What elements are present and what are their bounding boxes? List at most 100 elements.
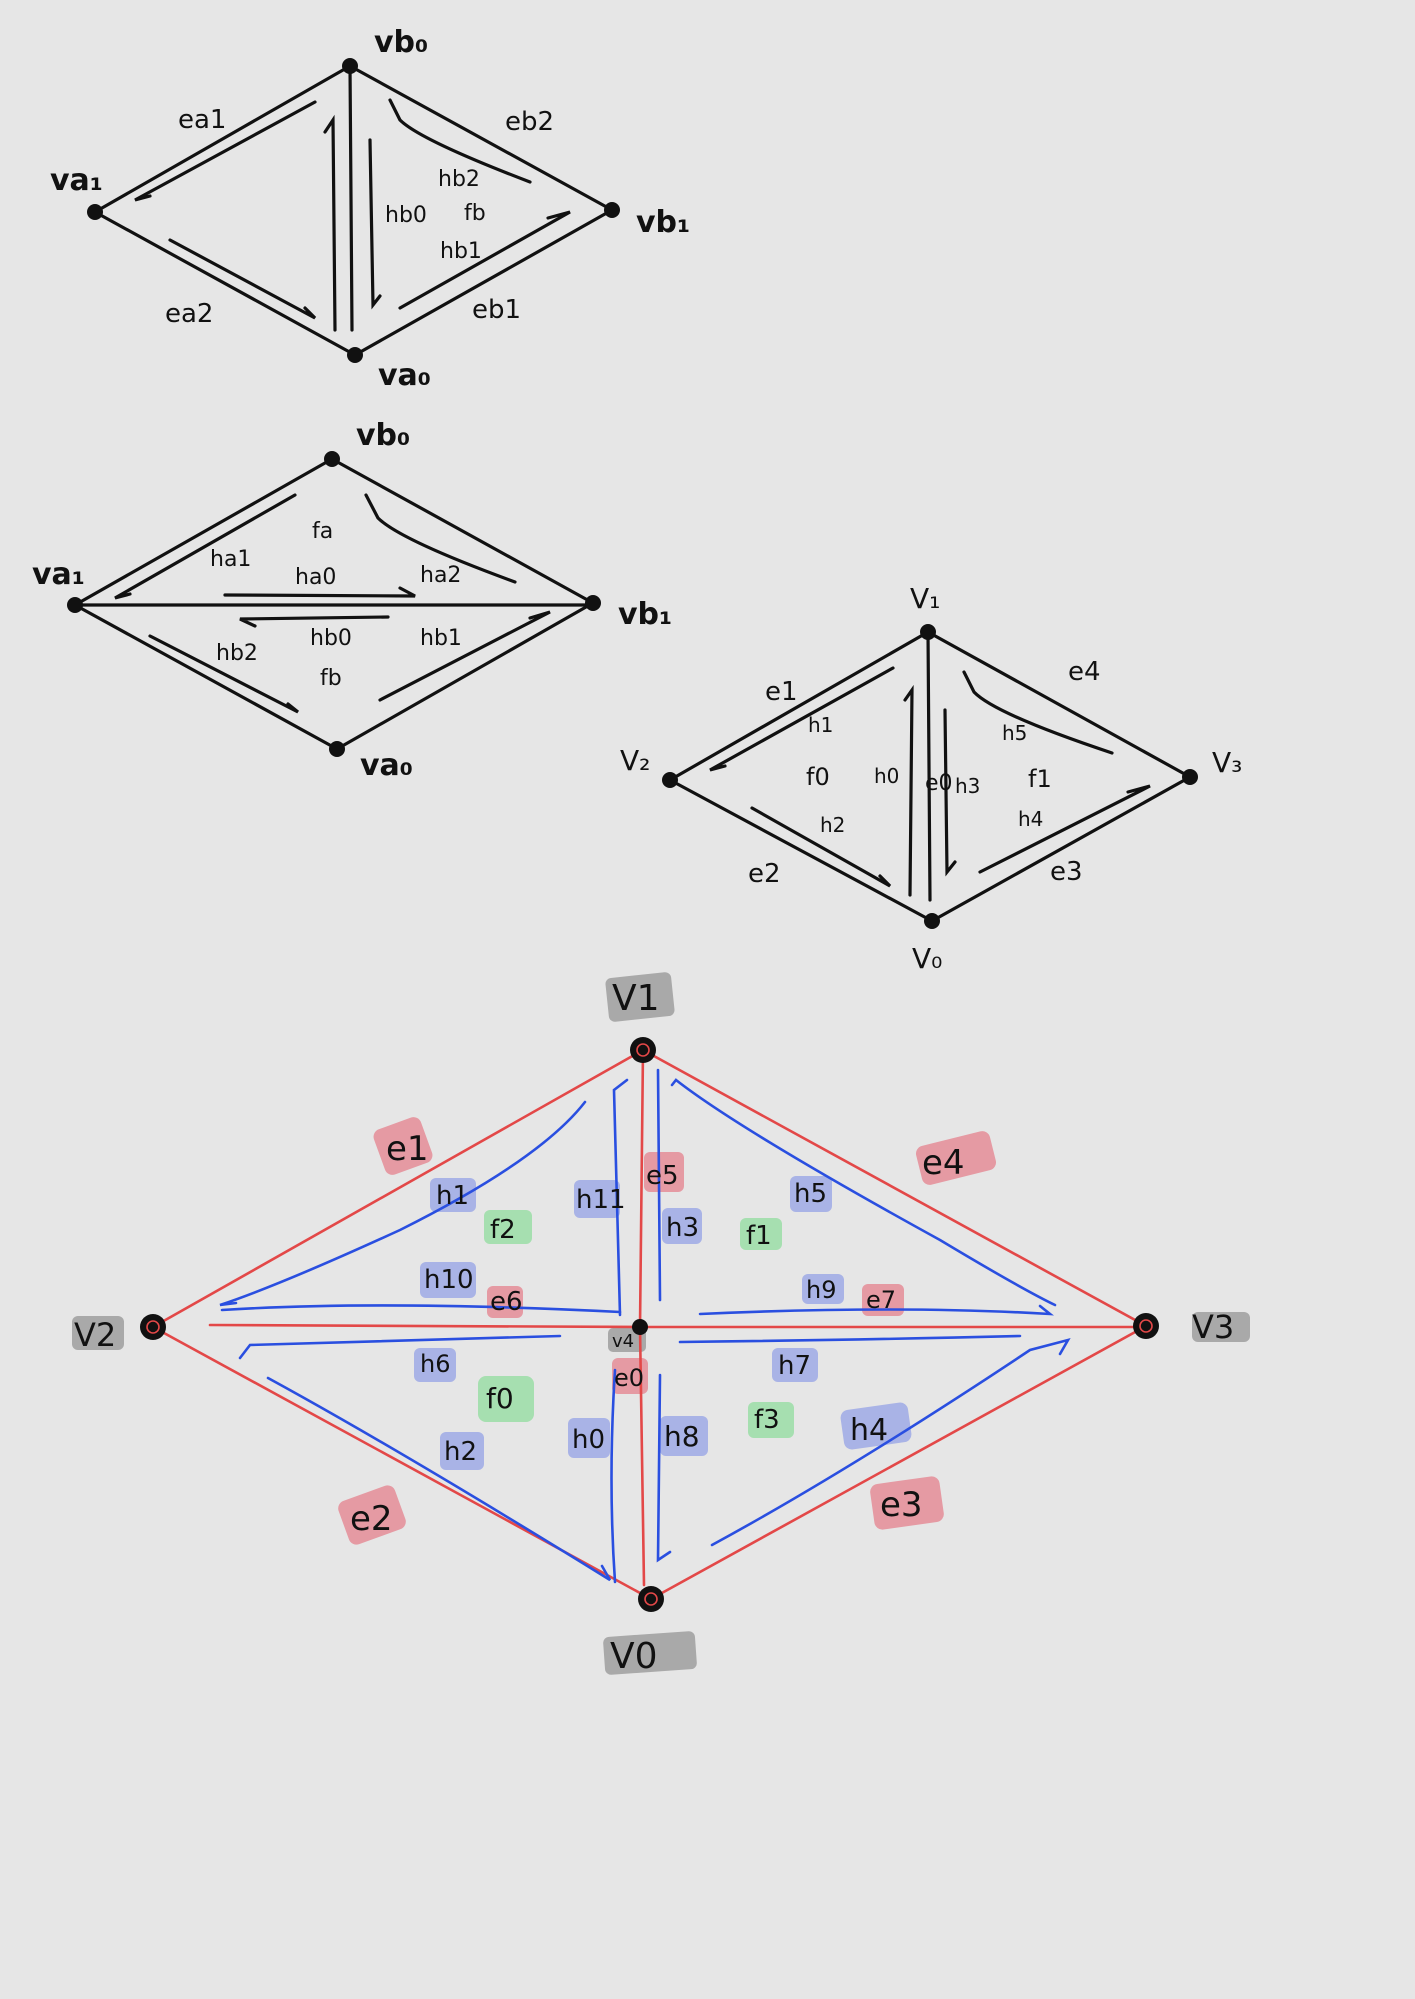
diagram-3-points (662, 624, 1198, 929)
label-f2: f2 (490, 1215, 516, 1245)
label-e1: e1 (386, 1129, 429, 1169)
halfedge-h11 (612, 1078, 629, 1317)
h11-highlight (574, 1180, 620, 1218)
label-e3: e3 (1050, 857, 1083, 887)
halfedge-h3 (656, 1068, 662, 1302)
vertex-v1 (920, 624, 936, 640)
vertex-center (632, 1319, 648, 1335)
halfedge-ha1-arrow (134, 100, 317, 202)
halfedge-hb2-arrow (148, 634, 299, 714)
label-h4: h4 (1018, 807, 1043, 831)
label-h7: h7 (778, 1351, 811, 1381)
f3-highlight (748, 1402, 794, 1438)
v0-highlight (603, 1631, 697, 1675)
vertex-v2 (140, 1314, 166, 1340)
edge-e1 (151, 1048, 645, 1329)
vertex-v3 (1133, 1313, 1159, 1339)
edge-e5 (638, 1048, 645, 1329)
label-v2: V2 (74, 1316, 116, 1354)
vertex-vb0 (342, 58, 358, 74)
label-hb0: hb0 (385, 203, 427, 228)
v2-highlight (72, 1316, 124, 1350)
edge-e4 (926, 630, 1192, 779)
edge-ea2 (93, 210, 357, 357)
label-fb: fb (464, 201, 486, 226)
label-f1: f1 (1028, 765, 1052, 793)
label-vb1: vb₁ (618, 597, 672, 632)
h2-highlight (440, 1432, 484, 1470)
label-h0: h0 (572, 1425, 605, 1455)
e2-highlight (338, 1485, 406, 1545)
e5-highlight (644, 1152, 684, 1192)
label-eb2: eb2 (505, 107, 554, 137)
halfedge-ha1-arrow (114, 493, 297, 600)
halfedge-hb1-arrow (398, 210, 571, 310)
h7-highlight (772, 1348, 818, 1382)
label-hb2: hb2 (438, 167, 480, 192)
label-f0: f0 (486, 1382, 514, 1415)
label-v2: V₂ (620, 744, 650, 777)
label-vb0: vb₀ (374, 25, 428, 60)
label-v0: V₀ (912, 942, 942, 975)
h0-highlight (568, 1418, 610, 1458)
diagram-2-labels: vb₀ va₁ vb₁ va₀ fa ha1 ha0 ha2 hb0 hb2 h… (32, 418, 672, 783)
h1-highlight (430, 1178, 476, 1212)
edge-diagonal (348, 64, 354, 332)
label-v1: V₁ (910, 582, 940, 615)
label-v0: V0 (610, 1636, 658, 1677)
halfedge-h5 (670, 1078, 1057, 1307)
label-eb1: eb1 (472, 295, 521, 325)
e0-highlight (612, 1358, 648, 1394)
label-va1: va₁ (50, 163, 103, 198)
label-vb1: vb₁ (636, 205, 690, 240)
label-h8: h8 (664, 1420, 700, 1453)
v3-highlight (1192, 1312, 1250, 1342)
e4-highlight (915, 1131, 997, 1185)
label-fa: fa (312, 519, 333, 544)
diagram-1-points (87, 58, 620, 363)
label-v1: V1 (612, 978, 660, 1019)
halfedge-ha0-arrow (223, 586, 416, 598)
edge-e6 (208, 1323, 642, 1329)
vertex-v0 (638, 1586, 664, 1612)
label-ha1: ha1 (210, 547, 251, 572)
v1-highlight (605, 972, 675, 1022)
label-h9: h9 (806, 1276, 836, 1304)
edge-lower-left (73, 603, 339, 751)
halfedge-ha0-arrow (323, 114, 337, 332)
label-h10: h10 (424, 1265, 474, 1295)
label-h3: h3 (955, 774, 980, 798)
label-h1: h1 (436, 1181, 469, 1211)
edge-ea1 (93, 64, 352, 214)
edge-e0 (926, 630, 932, 902)
label-h5: h5 (794, 1179, 827, 1209)
label-va0: va₀ (378, 358, 431, 393)
label-vb0: vb₀ (356, 418, 410, 453)
label-h1: h1 (808, 713, 833, 737)
label-e1: e1 (765, 677, 798, 707)
h5-highlight (790, 1176, 832, 1212)
vertex-v2 (662, 772, 678, 788)
diagram-3 (668, 630, 1192, 923)
diagram-2 (73, 457, 595, 751)
edge-e2 (668, 778, 934, 923)
label-hb1: hb1 (440, 239, 482, 264)
label-h0: h0 (874, 764, 899, 788)
label-e4: e4 (922, 1143, 965, 1183)
vertex-vb1 (604, 202, 620, 218)
label-center-vertex: v4 (612, 1331, 634, 1352)
halfedge-h5-arrow (962, 670, 1114, 755)
halfedge-h7 (678, 1334, 1022, 1344)
edge-e3 (649, 1324, 1148, 1601)
halfedge-hb0-arrow (239, 615, 390, 628)
diagram-3-labels: V₁ V₂ V₃ V₀ e1 e4 e2 e3 e0 h1 f0 h0 h2 h… (620, 582, 1242, 975)
halfedge-h1-arrow (709, 666, 895, 772)
vertex-v0 (924, 913, 940, 929)
halfedge-h3-arrow (943, 708, 957, 877)
diagram-4-edges (151, 1048, 1148, 1601)
vertex-vb1 (585, 595, 601, 611)
diagram-4-halfedges (219, 1068, 1071, 1584)
label-h2: h2 (444, 1437, 477, 1467)
vertex-va0 (347, 347, 363, 363)
label-h2: h2 (820, 813, 845, 837)
